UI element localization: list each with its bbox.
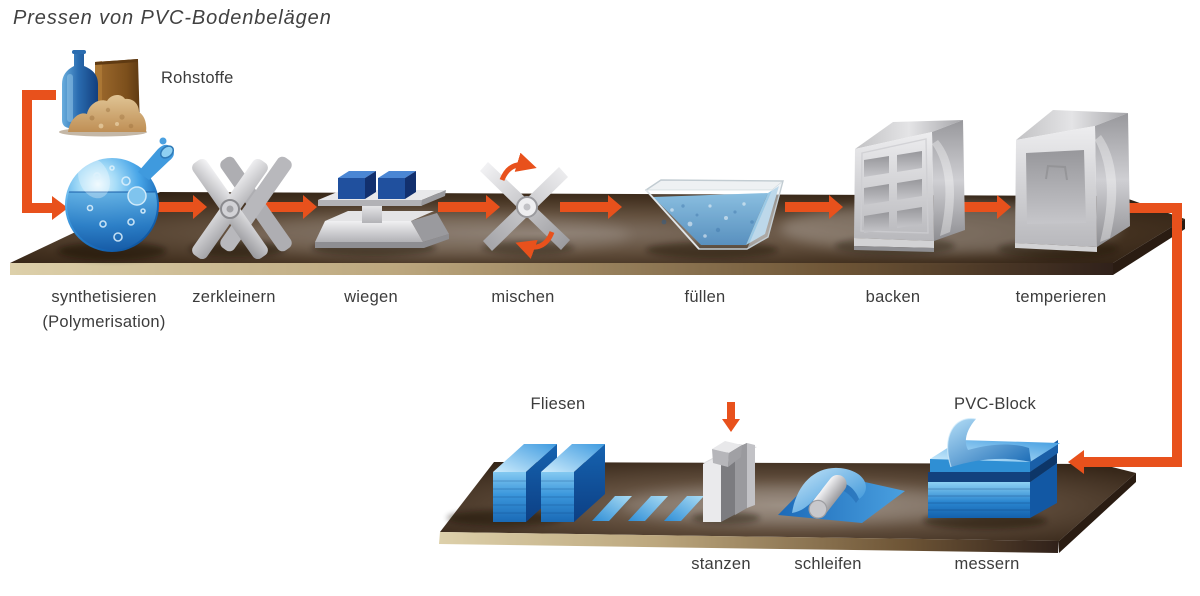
sanding-roller-icon <box>778 467 905 523</box>
arrow-right <box>157 195 207 219</box>
label-zerkleinern: zerkleinern <box>192 288 276 306</box>
label-messern: messern <box>954 555 1020 573</box>
tile-stacks-icon <box>493 444 704 522</box>
arrow-right <box>438 195 500 219</box>
label-stanzen: stanzen <box>691 555 751 573</box>
chamber-door <box>1026 150 1086 224</box>
roller-icon <box>808 474 847 519</box>
punch-tool <box>712 441 742 467</box>
press-down-arrow <box>727 402 735 419</box>
return-arrow <box>1068 203 1182 474</box>
peeled-sheet <box>947 418 1031 467</box>
label-polymerisation: (Polymerisation) <box>42 313 166 331</box>
arrow-right <box>955 195 1011 219</box>
scale-icon <box>315 171 449 248</box>
label-mischen: mischen <box>491 288 555 306</box>
vat-icon <box>644 179 785 250</box>
label-fliesen: Fliesen <box>530 395 586 413</box>
weighed-cube-icon <box>338 171 376 199</box>
tempering-chamber-icon <box>1015 110 1130 252</box>
label-backen: backen <box>865 288 921 306</box>
oven-icon <box>854 120 965 252</box>
label-pvc-block: PVC-Block <box>953 395 1037 413</box>
start-arrow <box>22 90 68 220</box>
raw-materials-icon <box>59 50 147 137</box>
oven-panel-dimples <box>864 151 922 233</box>
tile-stack <box>541 444 605 522</box>
label-fuellen: füllen <box>684 288 726 306</box>
pvc-block-icon <box>928 418 1060 518</box>
rotation-arrow-bottom <box>515 230 555 259</box>
arrow-right <box>785 195 843 219</box>
powder-pile-icon <box>68 95 147 132</box>
flow-arrows <box>22 90 1182 474</box>
crusher-blades-icon <box>192 156 292 260</box>
rotation-arrow-top <box>499 152 537 182</box>
arrow-right <box>265 195 317 219</box>
punch-press-icon <box>703 402 757 522</box>
arrow-right <box>560 195 622 219</box>
label-rohstoffe: Rohstoffe <box>161 69 234 87</box>
label-wiegen: wiegen <box>344 288 398 306</box>
label-schleifen: schleifen <box>794 555 862 573</box>
flat-tiles-icon <box>592 496 704 521</box>
weighed-cube-icon <box>378 171 416 199</box>
label-synthetisieren: synthetisieren <box>51 288 157 306</box>
tile-stack <box>493 444 557 522</box>
label-temperieren: temperieren <box>1015 288 1107 306</box>
page-title: Pressen von PVC-Bodenbelägen <box>13 7 332 29</box>
mixer-icon <box>480 152 570 259</box>
flask-icon <box>65 137 175 252</box>
